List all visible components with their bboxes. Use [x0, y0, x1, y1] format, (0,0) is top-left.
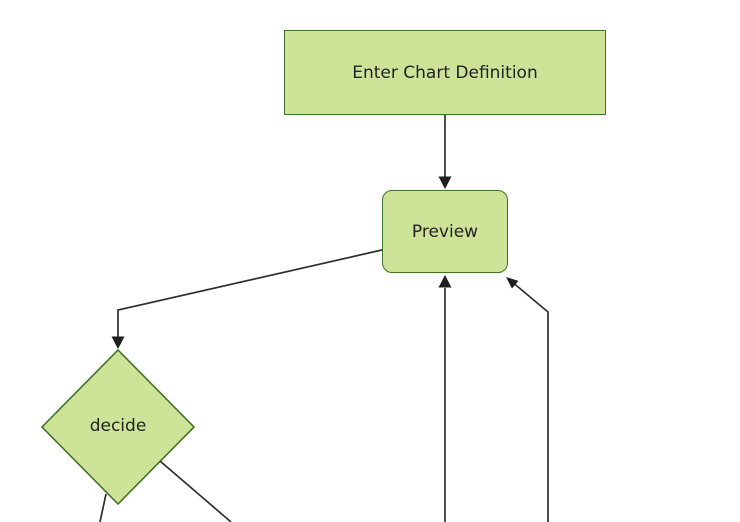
edge-decide-to-bottom-right	[159, 460, 232, 522]
node-preview-label: Preview	[411, 221, 479, 242]
edge-bottom-center-to-preview	[438, 275, 452, 522]
node-decide-label: decide	[89, 416, 147, 436]
edge-bottom-right-to-preview	[506, 277, 549, 522]
edge-decide-to-bottom-left	[99, 493, 107, 522]
node-enter-chart-definition: Enter Chart Definition	[284, 30, 606, 115]
arrowhead-up-left-icon	[506, 277, 519, 289]
node-enter-chart-definition-label: Enter Chart Definition	[352, 62, 538, 83]
edge-preview-to-decide	[111, 249, 383, 349]
arrowhead-up-icon	[438, 275, 452, 288]
node-preview: Preview	[382, 190, 508, 273]
arrowhead-down-icon	[111, 336, 125, 349]
arrowhead-down-icon	[438, 176, 452, 189]
decide-diamond-shape	[40, 348, 196, 506]
edge-enter-to-preview	[438, 115, 452, 189]
